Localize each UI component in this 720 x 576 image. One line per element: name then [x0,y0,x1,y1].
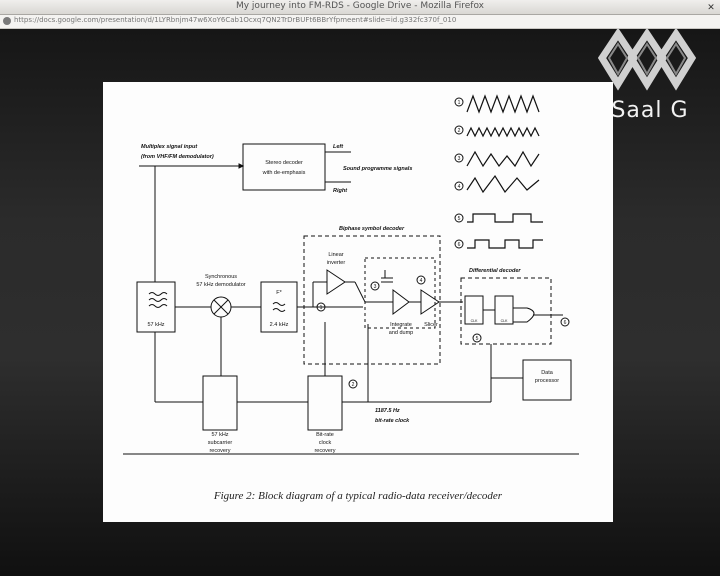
label-inverter: inverter [327,260,346,266]
node-number: 1 [458,100,461,106]
slide-figure: 1 2 3 4 5 6 1 2 3 4 5 6 Multiplex signal… [103,82,613,522]
label-differential-decoder: Differential decoder [469,268,521,274]
label-integrate: Integrate [390,322,412,328]
label-clock-name: bit-rate clock [375,418,410,424]
label-sound-programme: Sound programme signals [343,166,412,172]
node-number: 4 [420,278,423,284]
label-slicer: Slicer [424,322,438,328]
label-ff-clk: CLK [501,319,508,323]
figure-caption: Figure 2: Block diagram of a typical rad… [213,490,503,502]
label-and-dump: and dump [389,330,413,336]
label-clock-freq: 1187.5 Hz [375,408,400,414]
label-stereo-decoder: Stereo decoder [265,160,303,166]
label-57khz-demodulator: 57 kHz demodulator [196,282,245,288]
label-demodulator: (from VHF/FM demodulator) [141,154,214,160]
node-number: 6 [564,320,567,326]
label-right: Right [333,188,348,194]
label-clock: clock [319,440,332,446]
node-number: 3 [458,156,461,162]
diamond-chain-logo-icon [598,28,696,91]
label-filter-sym: F* [276,290,282,296]
label-multiplex-input: Multiplex signal input [141,144,198,150]
window-titlebar: My journey into FM-RDS - Google Drive - … [0,0,720,15]
label-processor: processor [535,378,559,384]
label-stereo-decoder-line2: with de-emphasis [262,170,306,176]
label-filter-57khz: 57 kHz [147,322,164,328]
node-number: 2 [458,128,461,134]
label-data: Data [541,370,554,376]
label-subcarrier-57khz: 57 kHz [211,432,228,438]
node-markers [316,97,570,389]
label-bitrate-recovery: recovery [314,448,335,454]
window-title: My journey into FM-RDS - Google Drive - … [235,1,484,11]
label-filter-lp: 2.4 kHz [270,322,289,328]
node-number: 4 [458,184,461,190]
node-number: 3 [374,284,377,290]
node-number: 5 [458,216,461,222]
label-bitrate: Bit-rate [316,432,334,438]
lock-icon [3,17,11,25]
label-biphase-decoder: Biphase symbol decoder [339,226,405,232]
label-left: Left [333,144,344,150]
node-number: 6 [458,242,461,248]
block-diagram: 1 2 3 4 5 6 1 2 3 4 5 6 Multiplex signal… [123,94,579,455]
node-number: 2 [352,382,355,388]
label-subcarrier: subcarrier [208,440,233,446]
url-text: https://docs.google.com/presentation/d/1… [14,16,457,24]
close-icon[interactable]: ✕ [707,2,715,12]
label-linear: Linear [328,252,343,258]
label-subcarrier-recovery: recovery [209,448,230,454]
address-bar[interactable]: https://docs.google.com/presentation/d/1… [0,15,720,29]
label-synchronous: Synchronous [205,274,237,280]
brand-name: Saal G [611,98,689,123]
node-number: 1 [320,305,323,311]
label-ff-clk: CLK [471,319,478,323]
node-number: 5 [476,336,479,342]
